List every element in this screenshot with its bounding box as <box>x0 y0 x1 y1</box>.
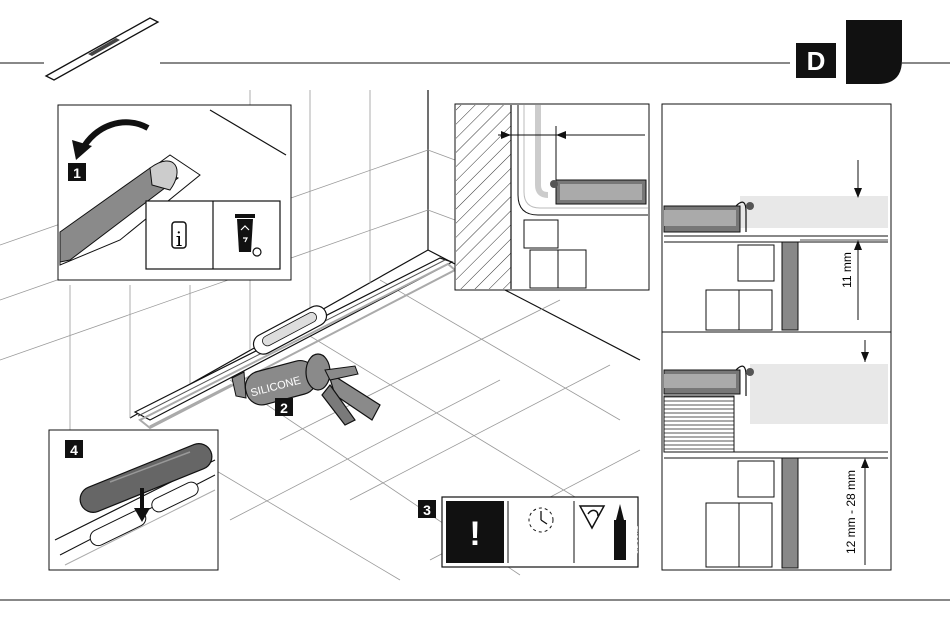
clock-icon <box>529 508 553 532</box>
tube-label: SILICONE <box>634 526 640 554</box>
drain-channel-thumbnail <box>46 18 158 80</box>
step-4-badge: 4 <box>65 440 83 458</box>
lower-gap-dimension: 12 mm - 28 mm <box>844 470 858 554</box>
panel-step-4: 4 <box>49 430 218 570</box>
upper-gap-dimension: 11 mm <box>840 252 854 288</box>
step-3-badge: 3 <box>418 500 436 518</box>
step-4-number: 4 <box>70 442 78 458</box>
silicone-bead <box>550 180 558 188</box>
height-spacers <box>664 396 734 452</box>
info-recycle-box: i <box>146 201 280 269</box>
section-height-lower: 12 mm - 28 mm <box>662 332 891 570</box>
peeled-film <box>150 161 177 190</box>
section-height-upper: 11 mm <box>662 104 891 332</box>
step-1-number: 1 <box>73 165 81 181</box>
step-1-badge: 1 <box>68 163 86 181</box>
section-wall-gap <box>455 104 649 290</box>
language-tab: D <box>796 20 902 84</box>
header: D <box>0 18 950 84</box>
black-page-tab <box>846 20 902 84</box>
warning-icon: ! <box>469 515 480 553</box>
step-2-number: 2 <box>280 400 288 416</box>
step-2-badge: 2 <box>275 398 293 416</box>
step-3-number: 3 <box>423 502 431 518</box>
language-code: D <box>807 46 826 76</box>
info-icon: i <box>176 227 182 251</box>
panel-step-3: 3 ! SILICONE <box>418 497 640 567</box>
panel-step-1: 1 i <box>58 105 291 280</box>
